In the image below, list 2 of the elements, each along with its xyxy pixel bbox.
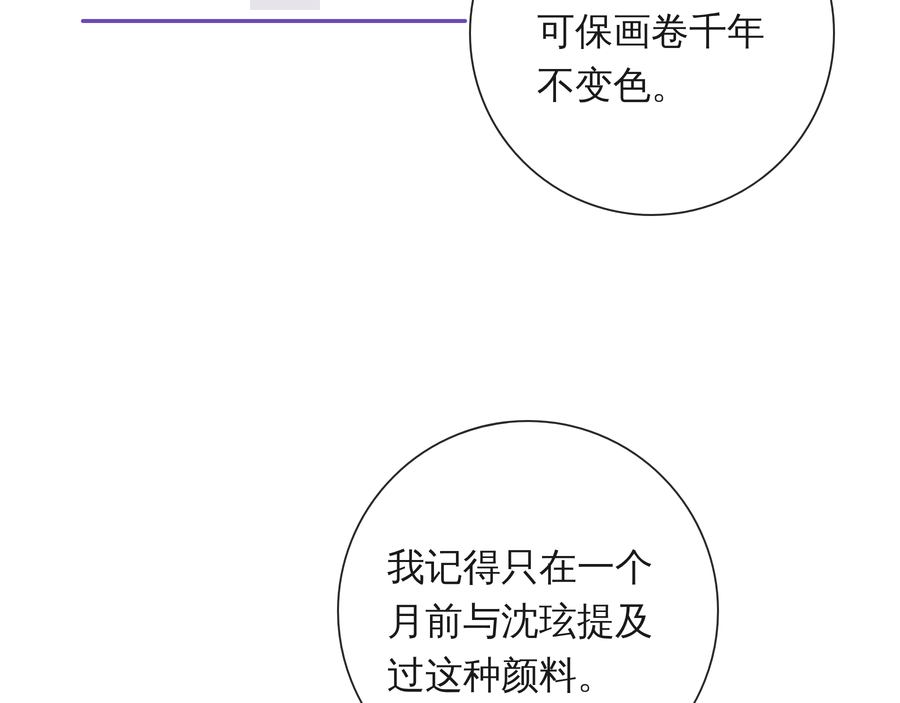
dialogue-text: 我记得只在一个月前与沈玹提及过这种颜料。 <box>387 544 654 699</box>
dialogue-text: 可保画卷千年不变色。 <box>537 8 766 109</box>
